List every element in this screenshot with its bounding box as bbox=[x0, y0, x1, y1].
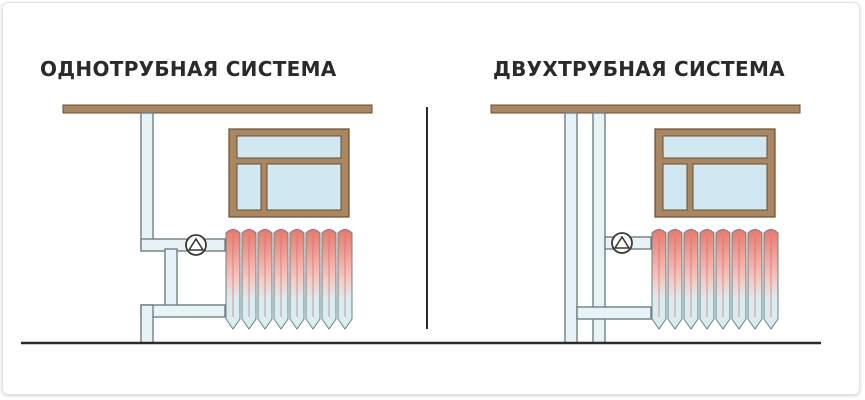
two-pipe-system-panel bbox=[490, 104, 801, 344]
riser-pipes bbox=[564, 112, 652, 344]
radiator-icon bbox=[225, 229, 353, 330]
heating-systems-illustration bbox=[21, 104, 821, 345]
ceiling-left bbox=[62, 104, 373, 114]
window-icon bbox=[654, 128, 776, 218]
radiator-icon bbox=[651, 229, 779, 330]
thermostat-valve-icon bbox=[611, 232, 633, 254]
one-pipe-system-title: ОДНОТРУБНАЯ СИСТЕМА bbox=[40, 57, 337, 81]
window-icon bbox=[228, 128, 350, 218]
ceiling-right bbox=[490, 104, 801, 114]
two-pipe-system-title: ДВУХТРУБНАЯ СИСТЕМА bbox=[493, 57, 785, 81]
one-pipe-system-panel bbox=[62, 104, 373, 344]
diagram-frame: ОДНОТРУБНАЯ СИСТЕМА ДВУХТРУБНАЯ СИСТЕМА bbox=[2, 2, 860, 395]
supply-pipe bbox=[140, 112, 226, 344]
thermostat-valve-icon bbox=[185, 234, 207, 256]
